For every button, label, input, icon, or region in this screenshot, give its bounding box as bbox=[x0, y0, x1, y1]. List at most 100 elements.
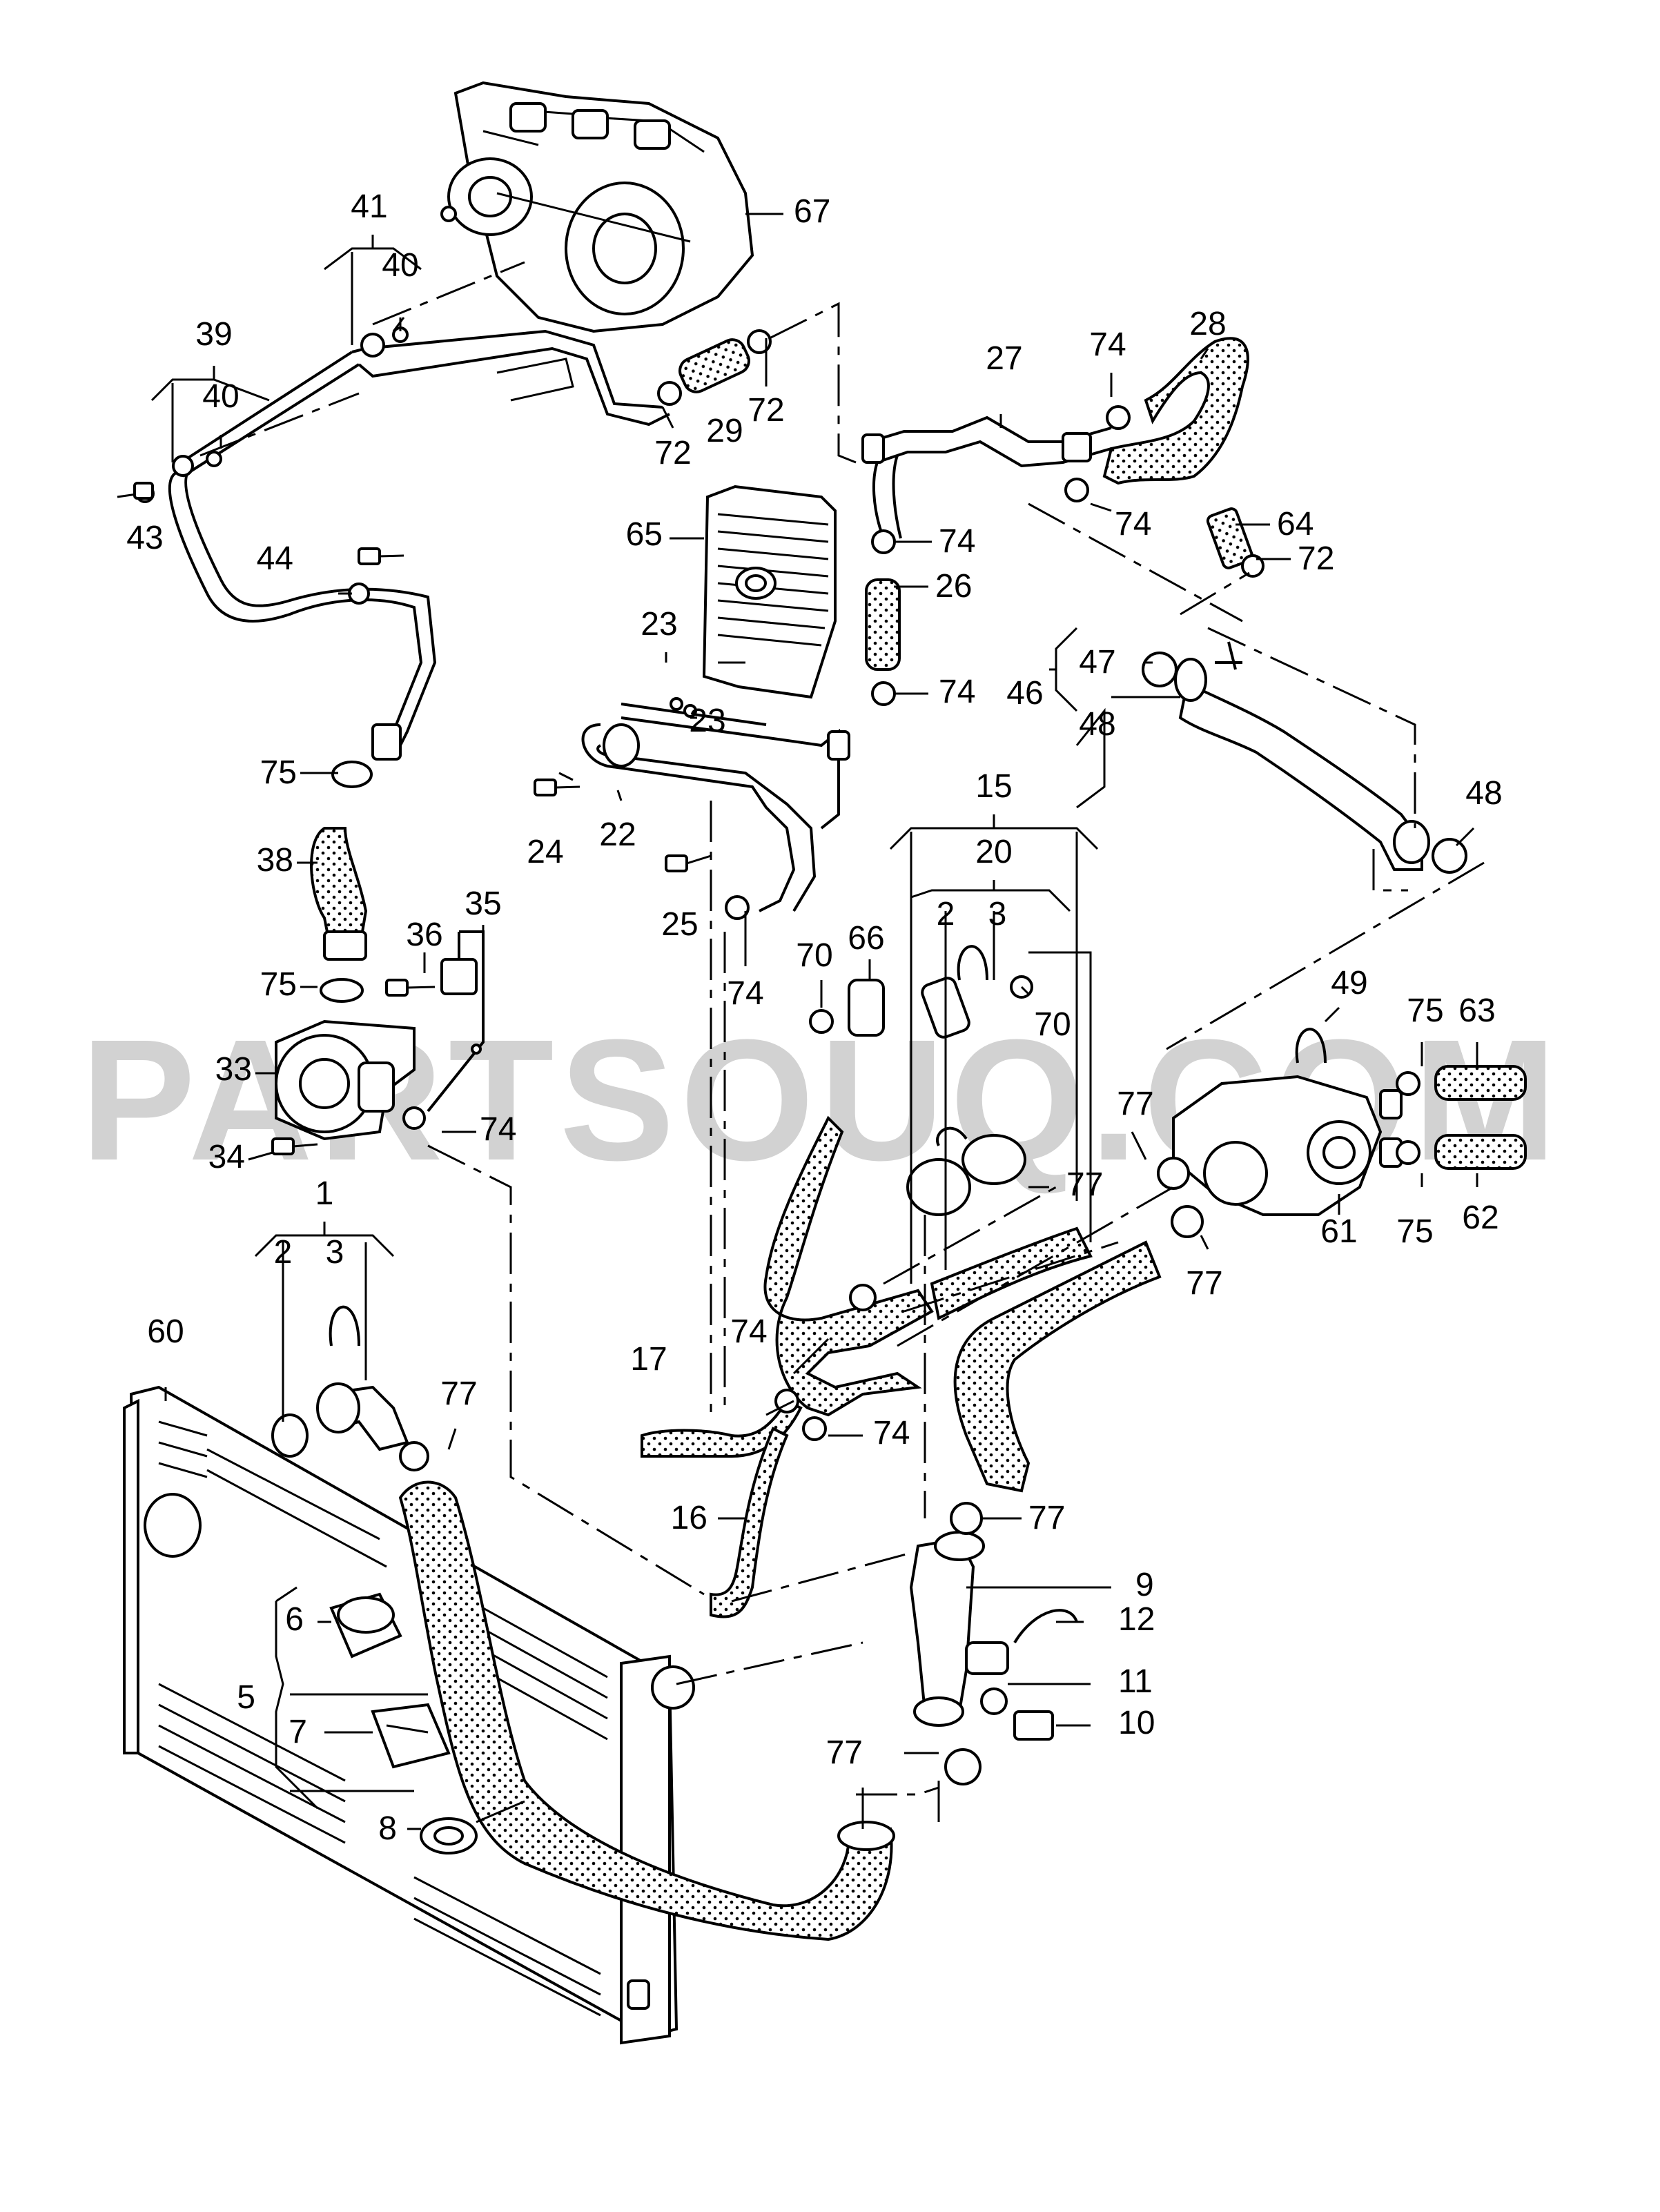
label-48: 48 bbox=[1465, 775, 1502, 812]
label-75: 75 bbox=[1396, 1213, 1433, 1250]
label-74: 74 bbox=[873, 1415, 910, 1451]
label-44: 44 bbox=[257, 540, 293, 577]
label-77: 77 bbox=[1028, 1500, 1065, 1536]
label-10: 10 bbox=[1118, 1705, 1155, 1741]
hose-38 bbox=[310, 761, 373, 1003]
label-49: 49 bbox=[1331, 965, 1367, 1001]
label-77: 77 bbox=[826, 1734, 863, 1771]
label-29: 29 bbox=[706, 413, 743, 449]
label-77: 77 bbox=[1186, 1265, 1222, 1302]
label-2: 2 bbox=[274, 1234, 293, 1271]
radiator-fitting bbox=[271, 1305, 429, 1471]
label-16: 16 bbox=[671, 1500, 707, 1536]
label-63: 63 bbox=[1458, 992, 1495, 1029]
label-77: 77 bbox=[1117, 1086, 1153, 1122]
label-34: 34 bbox=[208, 1139, 245, 1175]
water-pump-33 bbox=[275, 930, 485, 1141]
label-20: 20 bbox=[975, 834, 1012, 870]
label-2: 2 bbox=[937, 896, 955, 932]
label-74: 74 bbox=[939, 674, 975, 710]
part-number-labels: 67 41 40 39 40 43 44 72 29 72 27 74 28 7… bbox=[126, 188, 1502, 1847]
label-74: 74 bbox=[730, 1313, 767, 1350]
label-74: 74 bbox=[480, 1111, 516, 1148]
hose-26 bbox=[865, 529, 901, 706]
label-41: 41 bbox=[351, 188, 387, 225]
label-23: 23 bbox=[641, 606, 677, 643]
label-61: 61 bbox=[1320, 1213, 1357, 1250]
label-48: 48 bbox=[1079, 706, 1115, 743]
label-40: 40 bbox=[202, 378, 239, 415]
label-70: 70 bbox=[1034, 1006, 1071, 1043]
label-15: 15 bbox=[975, 768, 1012, 805]
thermostat-housing-61 bbox=[1172, 1028, 1403, 1216]
label-22: 22 bbox=[599, 816, 636, 853]
connection-lines bbox=[199, 261, 1485, 1829]
clip-8 bbox=[420, 1817, 478, 1854]
label-72: 72 bbox=[748, 392, 784, 429]
label-75: 75 bbox=[260, 966, 297, 1003]
label-70: 70 bbox=[796, 937, 832, 974]
label-6: 6 bbox=[285, 1601, 304, 1638]
label-74: 74 bbox=[1115, 506, 1151, 542]
hose-62 bbox=[1396, 1134, 1527, 1170]
label-33: 33 bbox=[215, 1051, 252, 1088]
label-27: 27 bbox=[986, 340, 1022, 377]
label-74: 74 bbox=[939, 523, 975, 560]
oil-cooler-65 bbox=[702, 485, 837, 699]
turbocharger-67 bbox=[440, 81, 754, 333]
label-47: 47 bbox=[1079, 644, 1115, 681]
coolant-pipe-22 bbox=[581, 697, 850, 920]
label-66: 66 bbox=[848, 920, 884, 957]
label-72: 72 bbox=[1298, 540, 1334, 577]
bolts bbox=[133, 482, 712, 1155]
label-60: 60 bbox=[147, 1313, 184, 1350]
label-77: 77 bbox=[1066, 1166, 1103, 1203]
label-74: 74 bbox=[727, 975, 763, 1012]
label-8: 8 bbox=[378, 1810, 397, 1847]
hose-16 bbox=[710, 1416, 827, 1618]
label-62: 62 bbox=[1462, 1200, 1498, 1236]
label-28: 28 bbox=[1189, 306, 1226, 342]
leader-lines bbox=[164, 213, 1478, 1830]
label-24: 24 bbox=[527, 834, 563, 870]
hose-assembly-15 bbox=[763, 945, 1204, 1493]
label-43: 43 bbox=[126, 520, 163, 556]
coolant-pipe-27 bbox=[861, 415, 1112, 539]
label-3: 3 bbox=[326, 1234, 344, 1271]
label-1: 1 bbox=[315, 1175, 334, 1212]
label-3: 3 bbox=[988, 896, 1007, 932]
hose-28 bbox=[1064, 337, 1249, 502]
label-64: 64 bbox=[1277, 506, 1314, 542]
hose-29 bbox=[657, 329, 772, 406]
label-35: 35 bbox=[465, 885, 501, 922]
label-75: 75 bbox=[260, 754, 297, 791]
hose-64 bbox=[1206, 507, 1264, 578]
group-brackets bbox=[150, 235, 1106, 1810]
coolant-flange-9 bbox=[909, 1502, 1078, 1785]
hose-63 bbox=[1396, 1065, 1527, 1101]
clip-7 bbox=[371, 1703, 451, 1769]
label-77: 77 bbox=[440, 1376, 477, 1412]
label-17: 17 bbox=[630, 1341, 667, 1378]
label-5: 5 bbox=[237, 1679, 255, 1716]
label-65: 65 bbox=[626, 516, 663, 553]
label-38: 38 bbox=[257, 842, 293, 879]
label-23: 23 bbox=[689, 703, 725, 739]
label-72: 72 bbox=[654, 435, 691, 471]
label-40: 40 bbox=[382, 247, 418, 284]
label-39: 39 bbox=[195, 316, 232, 353]
label-46: 46 bbox=[1006, 675, 1043, 712]
label-11: 11 bbox=[1118, 1663, 1153, 1700]
coolant-line-39 bbox=[117, 326, 670, 761]
hose-17 bbox=[641, 1389, 803, 1458]
label-75: 75 bbox=[1407, 992, 1443, 1029]
label-26: 26 bbox=[935, 568, 972, 605]
label-7: 7 bbox=[289, 1714, 307, 1750]
label-25: 25 bbox=[661, 906, 698, 943]
radiator-hose bbox=[398, 1480, 895, 1941]
label-36: 36 bbox=[406, 917, 442, 953]
clip-6 bbox=[329, 1592, 402, 1658]
label-9: 9 bbox=[1135, 1567, 1154, 1603]
label-12: 12 bbox=[1118, 1601, 1155, 1638]
